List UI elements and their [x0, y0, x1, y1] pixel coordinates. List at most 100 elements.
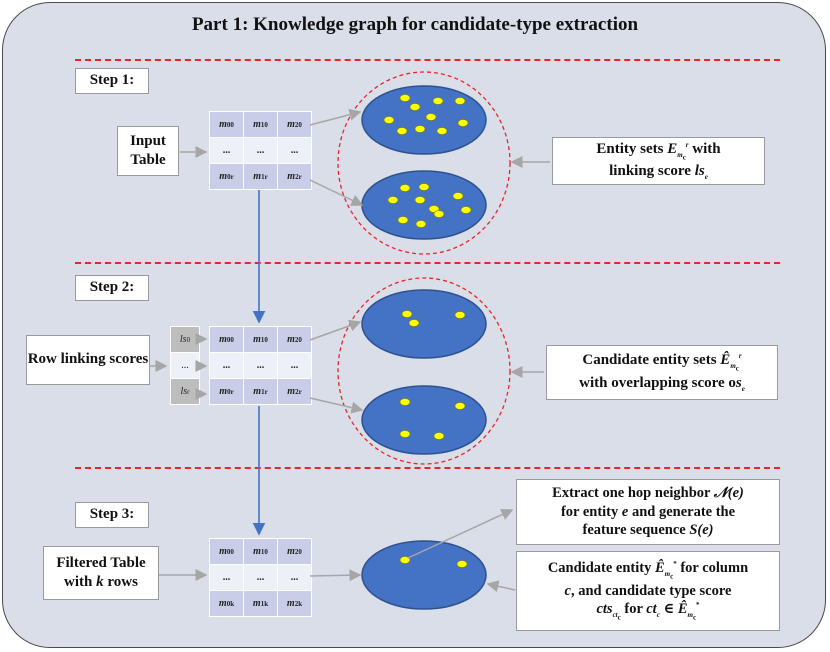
step-2-label: Step 2: [75, 275, 149, 301]
extract-for: for entity [560, 503, 622, 520]
step3-ellipse [361, 540, 487, 610]
entity-dot [454, 311, 466, 319]
cell-mid: ... [278, 353, 311, 378]
filtered-table-rows: rows [103, 574, 138, 590]
entity-dot [456, 560, 468, 568]
cell-mid: ... [278, 138, 311, 163]
row-linking-scores-label: Row linking scores [26, 335, 150, 385]
entity-dot [396, 127, 408, 135]
step2-ellipses [337, 277, 511, 465]
extract-generate: and generate the [628, 503, 736, 520]
diagram-title: Part 1: Knowledge graph for candidate-ty… [191, 14, 639, 35]
filtered-table-k: k [96, 574, 104, 590]
entity-dot [397, 216, 409, 224]
step-3-label: Step 3: [75, 502, 149, 528]
cand-entity-text: Candidate entity [547, 560, 655, 577]
arrow-table-to-ellipse-top [309, 108, 362, 126]
candidate-entity-label: Candidate entity Êmc* for column c, and … [516, 551, 780, 631]
entity-sets-group-outline [337, 71, 511, 255]
cand-entity-column: for column [676, 560, 749, 577]
cand-entity-cts: cts [596, 601, 613, 618]
step-divider-2 [75, 262, 780, 264]
extract-text: Extract one hop neighbor [552, 484, 714, 501]
step-divider-1 [75, 59, 780, 61]
extract-feature: feature sequence [582, 522, 690, 539]
entity-dot [399, 184, 411, 192]
input-table-label: Input Table [117, 126, 179, 176]
entity-dot [454, 97, 466, 105]
entity-dot [383, 116, 395, 124]
ls-0-text: ls [179, 334, 187, 345]
entity-sets-E: E [667, 140, 678, 157]
entity-dot [452, 192, 464, 200]
cand-entity-ct: ct [646, 601, 657, 618]
entity-dot [401, 310, 413, 318]
entity-dot [432, 97, 444, 105]
entity-dot [387, 196, 399, 204]
step1-ellipses [337, 71, 511, 255]
entity-dot [415, 220, 427, 228]
entity-dot [436, 127, 448, 135]
cell-mid: ... [244, 565, 277, 590]
candidate-sets-overlap: with overlapping score o [579, 374, 736, 391]
entity-dot [399, 430, 411, 438]
candidate-sets-os: s [735, 374, 742, 391]
entity-dot [414, 125, 426, 133]
entity-sets-linking: linking score [609, 163, 695, 180]
cell-mid: ... [278, 565, 311, 590]
entity-dot [460, 206, 472, 214]
entity-dot [409, 103, 421, 111]
cand-entity-in: ∈ [659, 601, 678, 618]
entity-dot [408, 319, 420, 327]
entity-dot [433, 210, 445, 218]
input-table-text: Input Table [130, 132, 166, 169]
arrow-candidate-entity-to-ellipse [486, 580, 516, 593]
entity-set-ellipse [361, 85, 487, 155]
cand-entity-for: for [620, 601, 647, 618]
cell-mid: ... [210, 353, 243, 378]
entity-sets-with: with [688, 140, 721, 157]
extract-neighbor-label: Extract one hop neighbor 𝒩(e) for entity… [516, 479, 780, 545]
entity-dot [414, 196, 426, 204]
final-candidate-ellipse [361, 540, 487, 610]
extract-e: e [621, 503, 629, 520]
cell-mid: ... [244, 138, 277, 163]
arrow-table-to-ellipse-bottom [309, 179, 364, 206]
entity-dot [399, 398, 411, 406]
arrow-dot-to-extract [407, 508, 514, 559]
cand-entity-type-score: , and candidate type score [570, 582, 732, 599]
entity-dot [418, 183, 430, 191]
row-linking-scores-text: Row linking scores [27, 351, 149, 368]
candidate-sets-text: Candidate entity sets [582, 352, 721, 369]
candidate-set-ellipse [361, 385, 487, 455]
cell-mid: ... [244, 353, 277, 378]
candidate-sets-group-outline [337, 277, 511, 465]
step-1-label: Step 1: [75, 68, 149, 94]
extract-S: S(e) [689, 522, 714, 539]
cell-mid: ... [210, 565, 243, 590]
extract-N: 𝒩(e) [713, 484, 744, 501]
entity-dot [454, 402, 466, 410]
